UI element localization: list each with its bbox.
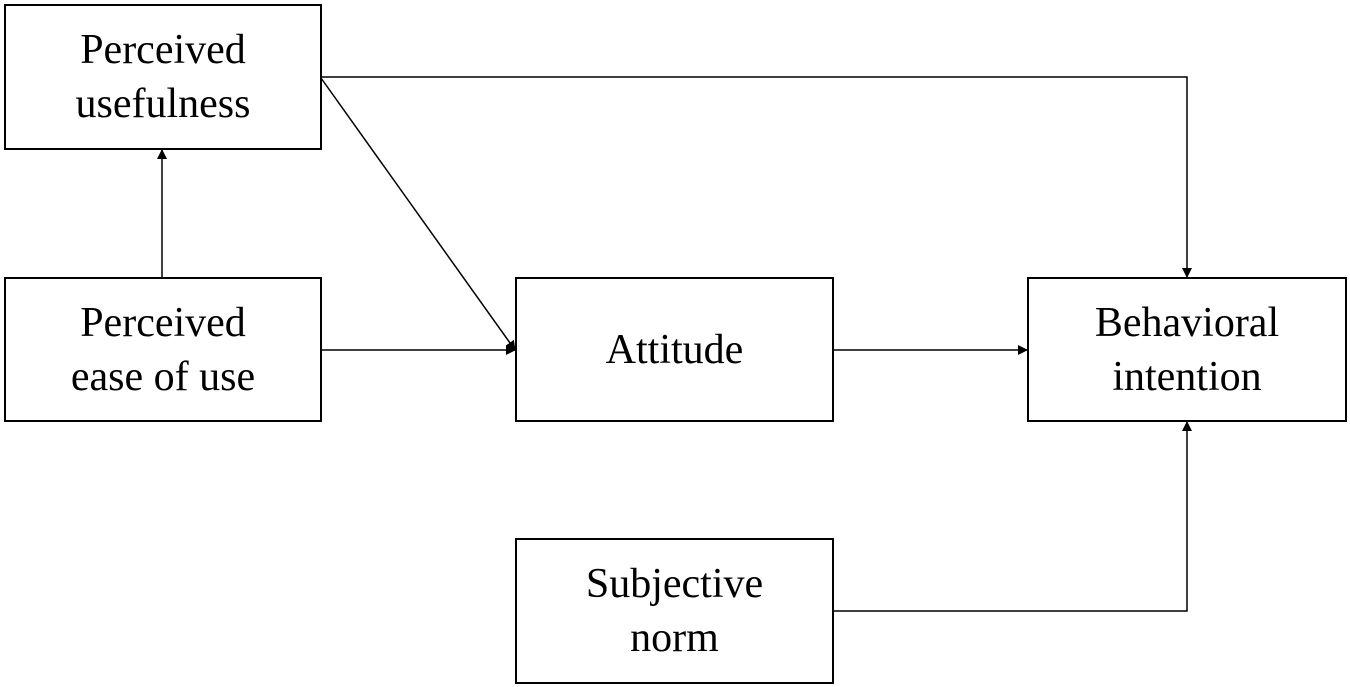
node-perceived-usefulness: Perceived usefulness xyxy=(4,4,322,150)
edge-norm-to-intention xyxy=(833,421,1192,612)
node-perceived-usefulness-label: Perceived usefulness xyxy=(76,23,251,131)
node-label-line: Perceived xyxy=(80,27,246,73)
node-label-line: Attitude xyxy=(605,326,744,373)
node-subjective-norm: Subjective norm xyxy=(515,538,834,684)
node-label-line: Perceived xyxy=(80,299,246,346)
node-label-line: usefulness xyxy=(75,81,251,127)
node-perceived-ease-of-use: Perceived ease of use xyxy=(4,277,322,422)
edge-usefulness-to-intention xyxy=(321,76,1192,278)
node-attitude: Attitude xyxy=(515,277,834,422)
node-behavioral-intention-label: Behavioral intention xyxy=(1095,296,1279,404)
node-behavioral-intention: Behavioral intention xyxy=(1027,277,1347,422)
node-attitude-label: Attitude xyxy=(606,323,744,377)
edge-usefulness-to-attitude xyxy=(320,77,516,351)
node-label-line: intention xyxy=(1112,353,1262,400)
node-label-line: Behavioral xyxy=(1094,299,1280,346)
node-perceived-ease-of-use-label: Perceived ease of use xyxy=(71,296,255,404)
node-subjective-norm-label: Subjective norm xyxy=(586,557,763,665)
node-label-line: ease of use xyxy=(70,353,256,400)
node-label-line: norm xyxy=(630,615,719,661)
node-label-line: Subjective xyxy=(585,561,764,607)
